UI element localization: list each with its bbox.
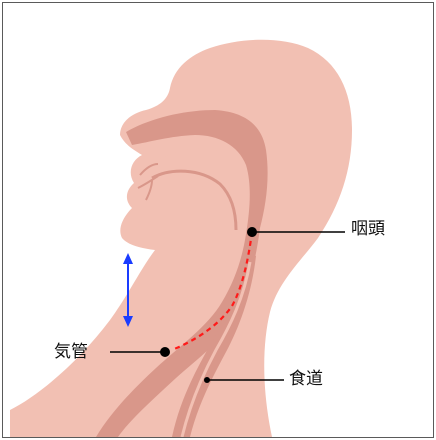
trachea-label: 気管 xyxy=(54,344,88,361)
pharynx-label: 咽頭 xyxy=(351,221,385,238)
esophagus-label: 食道 xyxy=(289,371,323,388)
